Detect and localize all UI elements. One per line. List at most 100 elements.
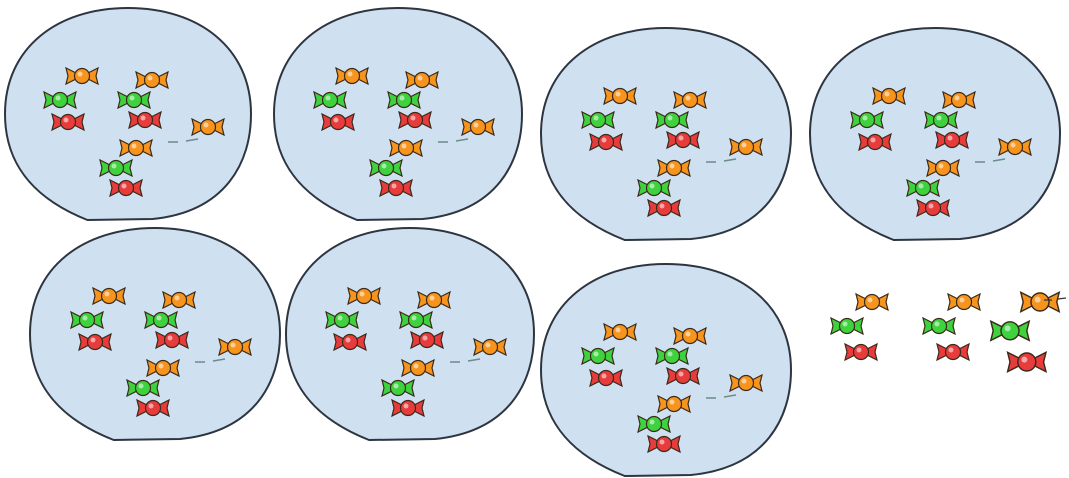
red-candy-icon [916,199,950,217]
candy-bag-7 [539,262,793,478]
orange-candy-icon [603,323,637,341]
orange-candy-icon [872,87,906,105]
dash-mark [168,138,199,143]
orange-candy-icon [347,287,381,305]
orange-candy-icon [942,91,976,109]
green-candy-icon [850,111,884,129]
orange-candy-icon [657,395,691,413]
candy-bag-4 [808,26,1062,242]
bag-outline [272,6,524,222]
loose-green-candy-icon [922,317,956,335]
candy-bag-2 [272,6,524,222]
bag-outline [28,226,282,442]
loose-green-candy-icon [830,317,864,335]
green-candy-icon [144,311,178,329]
loose-red-candy-icon [844,343,878,361]
orange-candy-icon [401,359,435,377]
bag-outline [539,26,793,242]
candy-bag-1 [3,6,253,222]
red-candy-icon [647,199,681,217]
red-candy-icon [109,179,143,197]
dash-mark [438,138,469,143]
loose-candies [830,291,1067,373]
orange-candy-icon [473,338,507,356]
orange-candy-icon [417,291,451,309]
green-candy-icon [637,415,671,433]
dash-mark [706,158,737,163]
bag-outline [3,6,253,222]
orange-candy-icon [998,138,1032,156]
candy-bag-5 [28,226,282,442]
red-candy-icon [858,133,892,151]
orange-candy-icon [673,327,707,345]
loose-green-candy-icon [990,320,1030,342]
red-candy-icon [410,331,444,349]
green-candy-icon [581,347,615,365]
green-candy-icon [924,111,958,129]
bag-outline [808,26,1062,242]
green-candy-icon [70,311,104,329]
red-candy-icon [333,333,367,351]
red-candy-icon [589,369,623,387]
orange-candy-icon [218,338,252,356]
orange-candy-icon [65,67,99,85]
loose-orange-candy-icon [947,293,981,311]
loose-orange-candy-icon [1020,291,1060,313]
candy-bag-6 [284,226,536,442]
orange-candy-icon [162,291,196,309]
orange-candy-icon [191,118,225,136]
bag-outline [539,262,793,478]
orange-candy-icon [92,287,126,305]
dash-mark [1044,297,1067,301]
orange-candy-icon [405,71,439,89]
dash-mark [195,358,226,363]
red-candy-icon [78,333,112,351]
dash-mark [450,358,481,363]
loose-red-candy-icon [936,343,970,361]
loose-red-candy-icon [1006,351,1047,373]
dash-mark [706,394,737,399]
green-candy-icon [43,91,77,109]
red-candy-icon [128,111,162,129]
green-candy-icon [637,179,671,197]
orange-candy-icon [146,359,180,377]
green-candy-icon [655,111,689,129]
orange-candy-icon [335,67,369,85]
green-candy-icon [117,91,151,109]
red-candy-icon [666,367,700,385]
red-candy-icon [666,131,700,149]
orange-candy-icon [729,138,763,156]
green-candy-icon [325,311,359,329]
candy-bag-3 [539,26,793,242]
red-candy-icon [398,111,432,129]
green-candy-icon [399,311,433,329]
red-candy-icon [379,179,413,197]
dash-mark [975,158,1006,163]
green-candy-icon [99,159,133,177]
red-candy-icon [51,113,85,131]
green-candy-icon [906,179,940,197]
orange-candy-icon [729,374,763,392]
green-candy-icon [313,91,347,109]
red-candy-icon [155,331,189,349]
orange-candy-icon [389,139,423,157]
orange-candy-icon [673,91,707,109]
orange-candy-icon [657,159,691,177]
red-candy-icon [391,399,425,417]
orange-candy-icon [603,87,637,105]
bag-outline [284,226,536,442]
red-candy-icon [935,131,969,149]
green-candy-icon [581,111,615,129]
orange-candy-icon [135,71,169,89]
red-candy-icon [647,435,681,453]
green-candy-icon [655,347,689,365]
orange-candy-icon [119,139,153,157]
red-candy-icon [136,399,170,417]
red-candy-icon [589,133,623,151]
green-candy-icon [387,91,421,109]
orange-candy-icon [926,159,960,177]
green-candy-icon [369,159,403,177]
loose-orange-candy-icon [855,293,889,311]
red-candy-icon [321,113,355,131]
